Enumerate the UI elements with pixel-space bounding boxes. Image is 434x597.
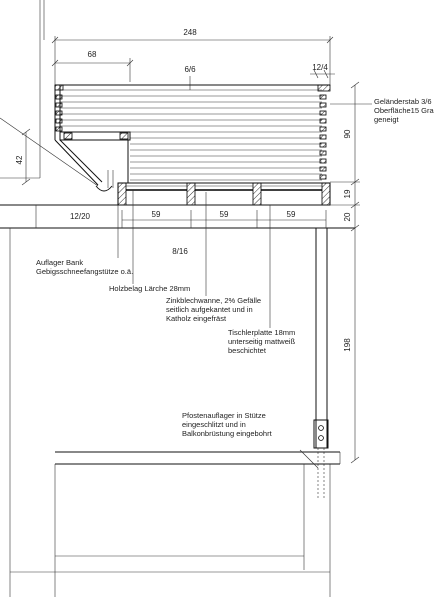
note-post-support: Pfostenauflager in Stütze eingeschlitzt …: [182, 411, 319, 469]
support-post: [313, 228, 329, 500]
tray-width-1: 59: [152, 210, 161, 219]
svg-text:Pfostenauflager in Stütze: Pfostenauflager in Stütze: [182, 411, 266, 420]
svg-text:seitlich aufgekantet und in: seitlich aufgekantet und in: [166, 305, 253, 314]
dim-bench-depth: 68: [51, 50, 134, 82]
bench-seat: [59, 131, 131, 183]
dim-step-height: 42: [15, 128, 31, 186]
dim-label-deck: 20: [343, 212, 352, 221]
dim-right-vertical: 90 19 20 198: [330, 81, 360, 464]
balcony-parapet: [10, 451, 341, 597]
right-post-blocks: [317, 84, 331, 180]
left-post-blocks: [54, 84, 64, 132]
svg-text:eingeschlitzt und in: eingeschlitzt und in: [182, 420, 246, 429]
dim-post-top: 12/4: [310, 63, 335, 79]
note-zinc-tray: Zinkblechwanne, 2% Gefälle seitlich aufg…: [166, 192, 261, 323]
note-joinery-board: Tischlerplatte 18mm unterseitig mattweiß…: [228, 205, 296, 355]
svg-text:12/4: 12/4: [312, 63, 328, 72]
dim-label-tray: 19: [343, 189, 352, 198]
dim-label-rail: 90: [343, 129, 352, 138]
svg-text:Auflager Bank: Auflager Bank: [36, 258, 83, 267]
tray-width-2: 59: [220, 210, 229, 219]
svg-text:Oberfläche15 Grad: Oberfläche15 Grad: [374, 106, 434, 115]
leader-bench-strut: [0, 117, 99, 187]
svg-text:Gebigsschneefangstütze o.ä.: Gebigsschneefangstütze o.ä.: [36, 267, 133, 276]
svg-text:Zinkblechwanne, 2% Gefälle: Zinkblechwanne, 2% Gefälle: [166, 296, 261, 305]
bench-strut: [54, 139, 114, 192]
note-bench-support: Auflager Bank Gebigsschneefangstütze o.ä…: [36, 228, 133, 276]
svg-text:Katholz eingefräst: Katholz eingefräst: [166, 314, 227, 323]
dim-label-bench-board: 12/20: [70, 212, 91, 221]
dim-label-slat: 6/6: [184, 65, 196, 74]
dim-label-step: 42: [15, 155, 24, 164]
dim-label-bench: 68: [88, 50, 97, 59]
dim-label-overall: 248: [183, 28, 197, 37]
svg-text:Tischlerplatte 18mm: Tischlerplatte 18mm: [228, 328, 295, 337]
bench-backrest: [54, 84, 330, 181]
note-wood-decking: Holzbelag Lärche 28mm: [109, 190, 190, 293]
wall-lines: [0, 0, 355, 597]
dim-tray-widths: 59 59 59: [121, 210, 327, 228]
svg-text:geneigt: geneigt: [374, 115, 400, 124]
svg-text:Balkonbrüstung eingebohrt: Balkonbrüstung eingebohrt: [182, 429, 273, 438]
svg-text:unterseitig mattweiß: unterseitig mattweiß: [228, 337, 296, 346]
svg-text:Holzbelag Lärche 28mm: Holzbelag Lärche 28mm: [109, 284, 190, 293]
deck-tray: [117, 182, 331, 206]
svg-text:beschichtet: beschichtet: [228, 346, 267, 355]
tray-width-3: 59: [287, 210, 296, 219]
dim-overall-width: 248: [51, 28, 334, 86]
dim-label-post-length: 198: [343, 338, 352, 352]
svg-text:Geländerstab 3/6: Geländerstab 3/6: [374, 97, 432, 106]
dim-label-post: 8/16: [172, 247, 188, 256]
note-railing-bar: Geländerstab 3/6 Oberfläche15 Grad genei…: [330, 97, 434, 124]
